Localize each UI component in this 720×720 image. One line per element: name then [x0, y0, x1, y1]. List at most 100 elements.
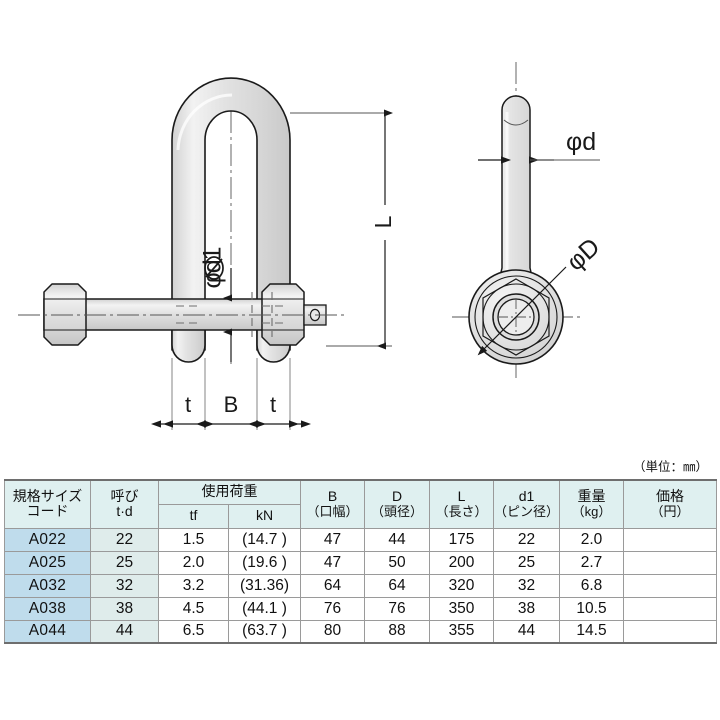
- row-load-tf: 1.5: [158, 527, 229, 552]
- row-b: 47: [300, 527, 365, 552]
- row-load-kn: (19.6 ): [228, 550, 301, 575]
- row-weight: 6.8: [559, 573, 624, 598]
- row-b: 76: [300, 596, 365, 621]
- side-view-top-seam: [503, 119, 529, 126]
- unit-note: （単位：㎜）: [632, 460, 708, 474]
- row-l: 175: [429, 527, 494, 552]
- row-load-kn: (63.7 ): [228, 619, 301, 644]
- table-header-row-1: 規格サイズ コード 呼び t·d 使用荷重 B （口幅） D （頭径）: [4, 479, 717, 529]
- shackle-bow-highlight: [176, 93, 233, 151]
- row-load-tf: 6.5: [158, 619, 229, 644]
- dimension-L: L: [290, 109, 396, 350]
- row-d: 64: [364, 573, 430, 598]
- row-load-kn: (44.1 ): [228, 596, 301, 621]
- header-d-main: D: [391, 488, 403, 505]
- row-price: [623, 596, 717, 621]
- row-load-kn: (31.36): [228, 573, 301, 598]
- technical-drawing: φd1 L: [18, 62, 605, 430]
- header-weight-sub: （kg）: [571, 503, 612, 519]
- header-yobi: 呼び t·d: [90, 479, 159, 529]
- row-price: [623, 527, 717, 552]
- specification-table: 規格サイズ コード 呼び t·d 使用荷重 B （口幅） D （頭径）: [4, 479, 717, 644]
- header-d1-main: d1: [518, 488, 535, 505]
- row-d: 50: [364, 550, 430, 575]
- dimension-phi-d-label: φd: [566, 128, 596, 156]
- row-price: [623, 573, 717, 598]
- header-load-kn: kN: [228, 503, 301, 529]
- header-price-main: 価格: [656, 488, 684, 505]
- row-yobi: 44: [90, 619, 159, 644]
- row-weight: 10.5: [559, 596, 624, 621]
- row-l: 200: [429, 550, 494, 575]
- front-view-shackle: φd1 L: [18, 77, 396, 430]
- bolt-head: [43, 283, 87, 346]
- dimension-L-label: L: [370, 215, 396, 228]
- dimension-phi-D-label: φD: [561, 233, 605, 277]
- row-yobi: 32: [90, 573, 159, 598]
- row-price: [623, 550, 717, 575]
- header-d: D （頭径）: [364, 479, 430, 529]
- row-size-code: A022: [4, 527, 91, 552]
- row-load-tf: 2.0: [158, 550, 229, 575]
- header-size-code-sub: コード: [26, 503, 69, 520]
- row-weight: 2.7: [559, 550, 624, 575]
- row-load-tf: 3.2: [158, 573, 229, 598]
- header-working-load: 使用荷重: [158, 479, 301, 505]
- dimension-phi-d: φd: [478, 128, 600, 164]
- row-yobi: 25: [90, 550, 159, 575]
- header-yobi-main: 呼び: [110, 487, 139, 504]
- row-d: 76: [364, 596, 430, 621]
- header-size-code: 規格サイズ コード: [4, 479, 91, 529]
- shackle-bow-outline: [171, 77, 291, 351]
- eye-hex-nut: [482, 278, 550, 356]
- eye-inner-ring: [474, 275, 558, 359]
- row-weight: 14.5: [559, 619, 624, 644]
- header-weight: 重量 （kg）: [559, 479, 624, 529]
- row-weight: 2.0: [559, 527, 624, 552]
- row-b: 64: [300, 573, 365, 598]
- row-size-code: A032: [4, 573, 91, 598]
- header-b-main: B: [327, 488, 338, 505]
- row-d1: 25: [493, 550, 560, 575]
- dimension-t-left-label: t: [185, 392, 191, 417]
- header-l-sub: （長さ）: [435, 503, 488, 519]
- row-yobi: 38: [90, 596, 159, 621]
- header-price-sub: （円）: [650, 503, 690, 519]
- row-d: 44: [364, 527, 430, 552]
- header-load-tf: tf: [158, 503, 229, 529]
- row-l: 320: [429, 573, 494, 598]
- row-size-code: A025: [4, 550, 91, 575]
- row-d1: 22: [493, 527, 560, 552]
- header-weight-main: 重量: [577, 488, 606, 505]
- header-d-sub: （頭径）: [370, 503, 423, 519]
- row-l: 350: [429, 596, 494, 621]
- row-b: 80: [300, 619, 365, 644]
- dimension-phi-d1: φd1: [199, 247, 232, 362]
- header-yobi-sub: t·d: [116, 503, 133, 520]
- header-l-main: L: [457, 488, 466, 505]
- row-b: 47: [300, 550, 365, 575]
- header-d1-sub: （ピン径）: [494, 503, 560, 519]
- header-size-code-main: 規格サイズ: [12, 487, 83, 504]
- dimension-B-label: B: [224, 392, 239, 417]
- header-d1: d1 （ピン径）: [493, 479, 560, 529]
- row-d1: 32: [493, 573, 560, 598]
- row-yobi: 22: [90, 527, 159, 552]
- header-l: L （長さ）: [429, 479, 494, 529]
- row-load-tf: 4.5: [158, 596, 229, 621]
- side-view-shackle: φd φD: [452, 62, 605, 378]
- dimension-chain-bottom: t B t: [151, 358, 311, 430]
- header-price: 価格 （円）: [623, 479, 717, 529]
- pin-hidden-lines: [176, 292, 288, 337]
- row-size-code: A038: [4, 596, 91, 621]
- row-d1: 44: [493, 619, 560, 644]
- eye-nut-circle: [482, 283, 550, 351]
- header-b-sub: （口幅）: [306, 503, 359, 519]
- dimension-phi-d1-label: φd1: [199, 247, 227, 288]
- table-header-row-2: tf kN: [5, 503, 717, 529]
